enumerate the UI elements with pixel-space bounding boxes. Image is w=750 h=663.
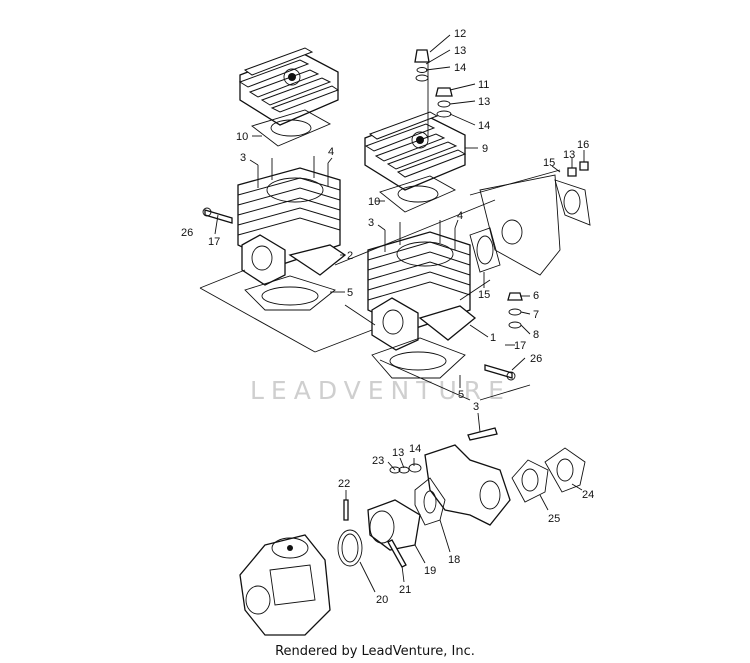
callout-20: 20	[376, 594, 388, 606]
left-cylinder-head	[238, 47, 340, 126]
callout-15: 15	[543, 157, 555, 169]
flange-gasket-24	[544, 447, 586, 493]
callout-17: 17	[514, 340, 526, 352]
callout-14: 14	[454, 62, 466, 74]
callout-5: 5	[347, 287, 353, 299]
callout-26: 26	[530, 353, 542, 365]
callout-labels: 12 13 14 11 13 14 9 10 3 4 26 17 2 5 10 …	[181, 28, 594, 606]
intake-stud	[467, 427, 498, 441]
callout-11: 11	[478, 79, 489, 91]
callout-4: 4	[457, 210, 463, 222]
callout-18: 18	[448, 554, 460, 566]
callout-4: 4	[328, 146, 334, 158]
callout-17: 17	[208, 236, 220, 248]
callout-21: 21	[399, 584, 411, 596]
callout-12: 12	[454, 28, 466, 40]
hose-clamp	[337, 529, 363, 567]
callout-3: 3	[473, 401, 479, 413]
callout-10: 10	[236, 131, 248, 143]
exhaust-gasket-right	[554, 161, 591, 226]
callout-7: 7	[533, 309, 539, 321]
callout-14: 14	[409, 443, 421, 455]
intake-manifold	[424, 444, 511, 526]
callout-24: 24	[582, 489, 594, 501]
right-stud-bolt	[484, 364, 516, 381]
callout-15: 15	[478, 289, 490, 301]
callout-3: 3	[240, 152, 246, 164]
flange-gasket-25	[511, 459, 549, 503]
callout-23: 23	[372, 455, 384, 467]
heat-shield	[479, 174, 561, 276]
callout-19: 19	[424, 565, 436, 577]
callout-13: 13	[478, 96, 490, 108]
right-base-gasket	[371, 337, 466, 379]
callout-5: 5	[458, 389, 464, 401]
right-cylinder-head	[364, 60, 467, 191]
washer-hardware	[389, 463, 422, 474]
watermark-text: LEADVENTURE	[250, 376, 511, 405]
callout-3: 3	[368, 217, 374, 229]
render-credit: Rendered by LeadVenture, Inc.	[275, 644, 475, 659]
callout-13: 13	[392, 447, 404, 459]
callout-1: 1	[490, 332, 496, 344]
callout-9: 9	[482, 143, 488, 155]
callout-8: 8	[533, 329, 539, 341]
nut-washer-stack	[507, 292, 523, 329]
callout-16: 16	[577, 139, 589, 151]
callout-2: 2	[347, 250, 353, 262]
callout-6: 6	[533, 290, 539, 302]
exhaust-gasket-left	[469, 227, 501, 273]
callout-13: 13	[563, 149, 575, 161]
assembly-reference-lines	[199, 169, 561, 401]
carburetor	[239, 534, 331, 636]
right-cylinder	[367, 220, 477, 351]
left-head-gasket	[251, 109, 332, 147]
callout-14: 14	[478, 120, 490, 132]
right-head-gasket	[379, 175, 457, 213]
callout-26: 26	[181, 227, 193, 239]
left-base-gasket	[244, 275, 336, 311]
callout-10: 10	[368, 196, 380, 208]
callout-13: 13	[454, 45, 466, 57]
left-cylinder	[237, 156, 347, 286]
leader-lines	[214, 34, 585, 593]
left-stud-bolt	[202, 207, 233, 224]
callout-22: 22	[338, 478, 350, 490]
callout-25: 25	[548, 513, 560, 525]
